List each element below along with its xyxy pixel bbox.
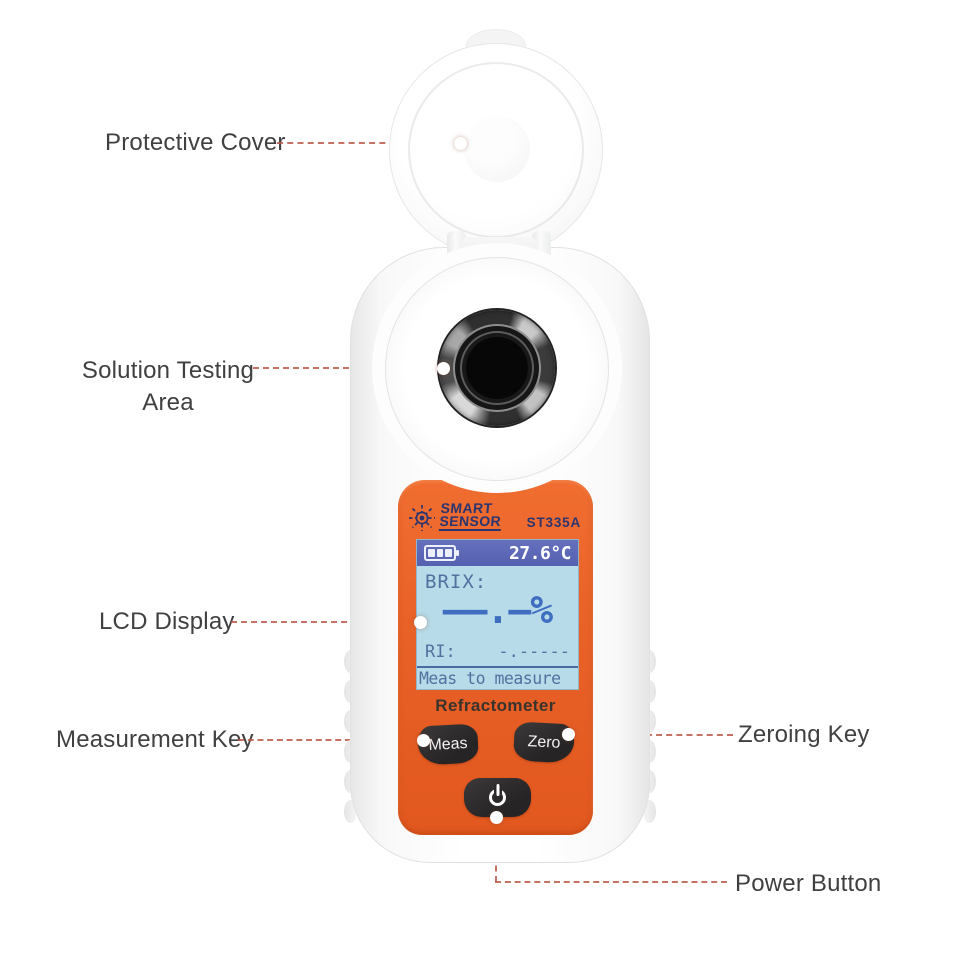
leader-protective-cover [277,142,457,144]
lcd-display: 27.6°C BRIX: ——.—% RI: -.----- Meas to m… [417,540,578,689]
lcd-hint-text: Meas to measure [419,669,561,688]
zeroing-key-label: Zero [527,732,561,752]
dot-solution-testing-area [437,362,450,375]
label-measurement-key: Measurement Key [56,726,254,753]
leader-power-button-horizontal [495,881,727,883]
brand-row: SMART SENSOR ST335A [406,500,585,536]
lens-center [466,337,528,399]
label-solution-testing-area: Solution Testing Area [81,357,255,416]
dot-measurement-key [417,734,430,747]
brix-label: BRIX: [425,571,488,593]
lens-ring [453,324,541,412]
lcd-divider [417,666,578,668]
label-zeroing-key: Zeroing Key [738,721,870,748]
brand-name: SMART SENSOR [438,500,503,531]
ri-row: RI: -.----- [425,642,570,662]
solution-testing-lens [439,310,555,426]
protective-cover [389,43,603,257]
leader-zeroing-key [575,734,733,736]
label-protective-cover: Protective Cover [105,129,286,156]
power-icon [489,789,506,806]
label-lcd-display: LCD Display [99,608,235,635]
front-panel: SMART SENSOR ST335A 27.6°C BRIX: ——.—% R… [398,480,593,835]
battery-icon [424,545,459,561]
power-button [464,778,531,817]
dot-power-button [490,811,503,824]
leader-lcd-display [231,621,417,623]
model-number: ST335A [526,515,581,530]
brand-line2: SENSOR [438,513,502,529]
measurement-key-label: Meas [427,734,468,754]
leader-solution-testing-area [253,367,439,369]
ri-value: -.----- [498,642,570,662]
dot-zeroing-key [562,728,575,741]
cover-dimple [464,116,530,182]
temperature-readout: 27.6°C [508,542,572,564]
lcd-status-bar: 27.6°C [417,540,578,566]
smart-sensor-target-icon [409,505,435,531]
dot-lcd-display [414,616,427,629]
dot-protective-cover [454,137,467,150]
ri-label: RI: [425,642,456,662]
device-name-label: Refractometer [435,696,556,715]
leader-measurement-key [238,739,419,741]
label-power-button: Power Button [735,870,882,897]
brix-value: ——.—% [442,588,553,632]
